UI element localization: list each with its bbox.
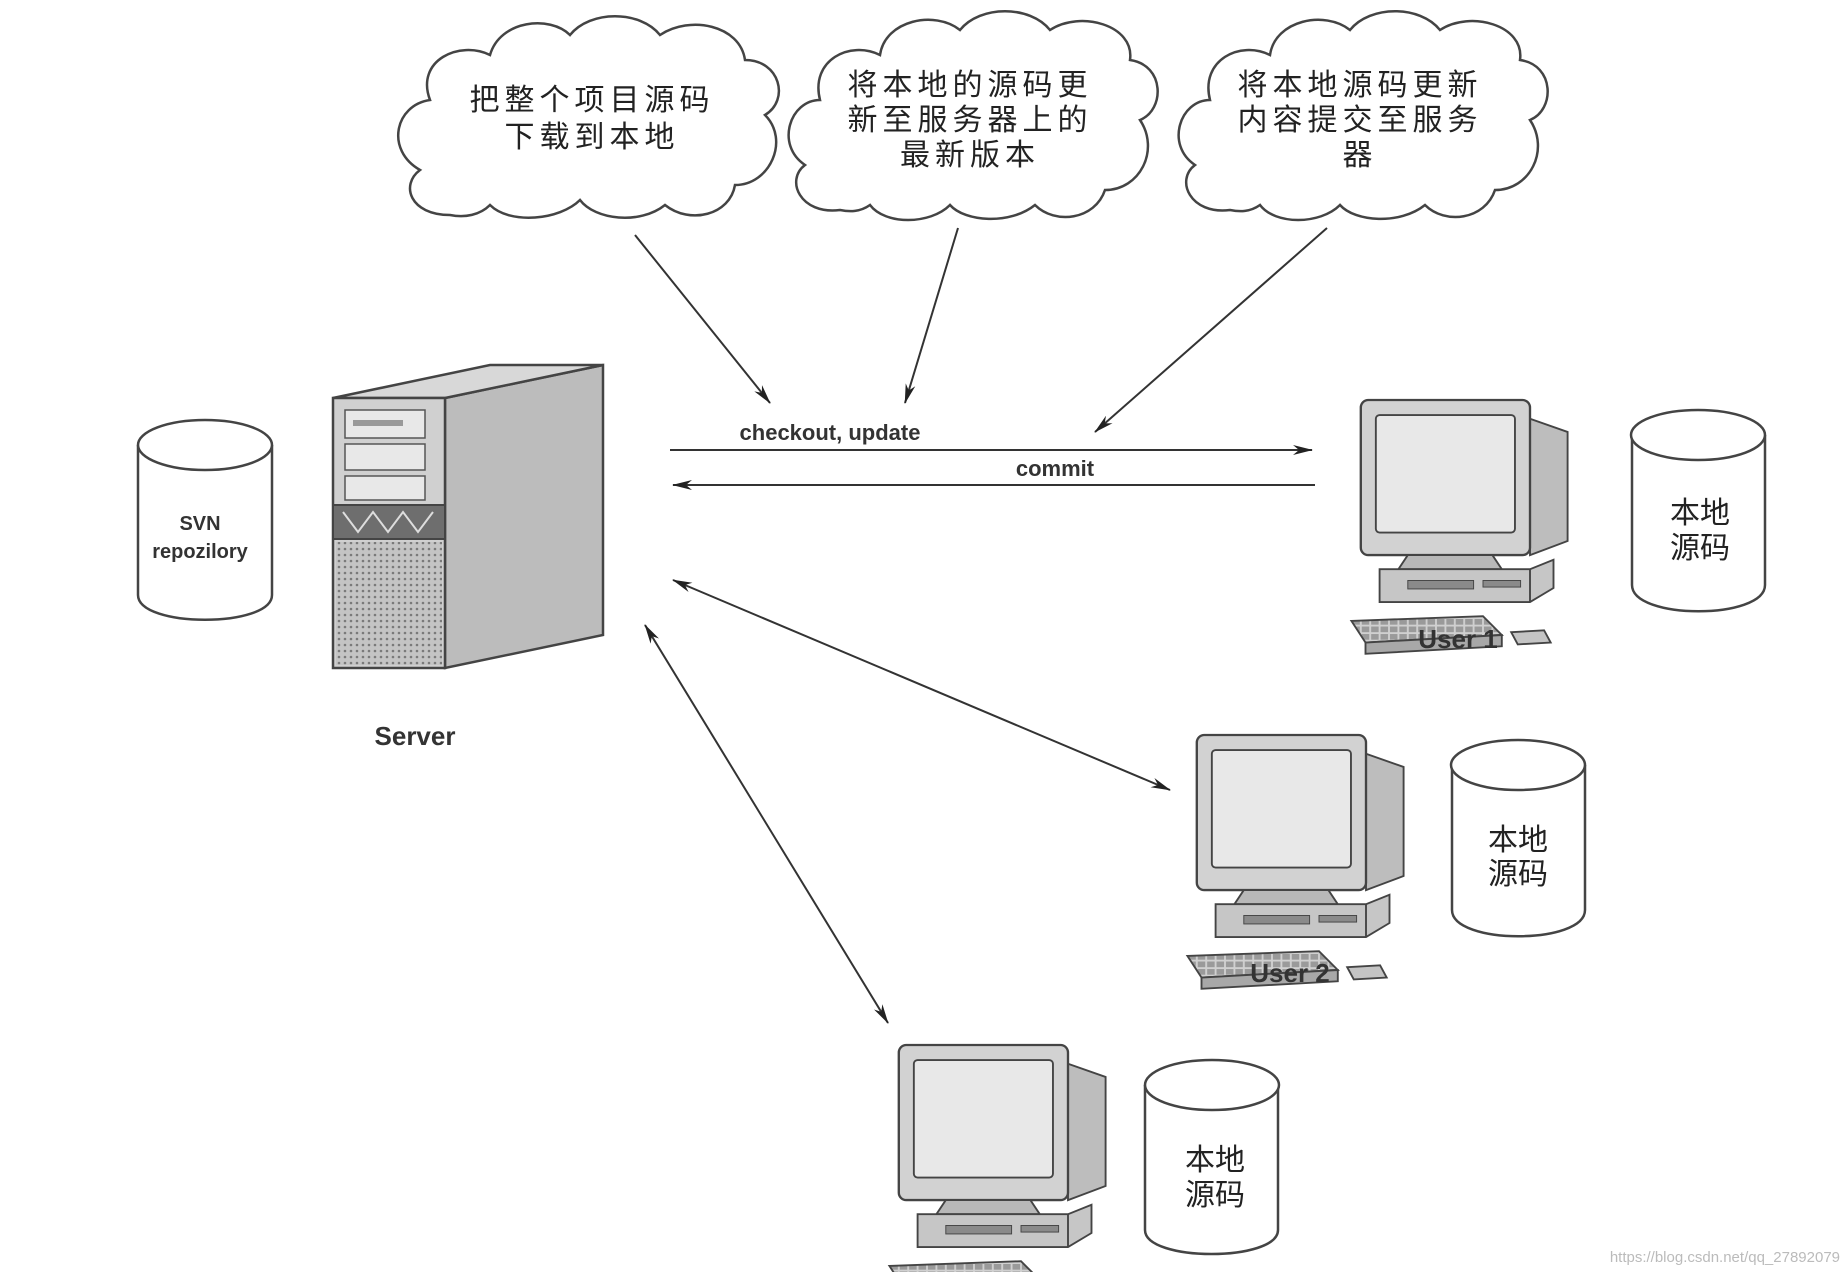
local-repo-label: 源码 — [1488, 857, 1548, 892]
cloud-pointer-arrow — [904, 227, 959, 404]
user-2-computer-icon — [1186, 733, 1405, 990]
local-repo-label: 本地 — [1185, 1143, 1245, 1178]
cloud-text-line: 最新版本 — [900, 138, 1040, 173]
cloud-text-line: 新至服务器上的 — [848, 103, 1093, 138]
sync-arrow-user-3 — [644, 624, 889, 1024]
user-3-computer-icon — [888, 1043, 1107, 1272]
commit-label: commit — [1016, 456, 1095, 481]
server-tower-icon — [331, 363, 605, 670]
cloud-text-line: 把整个项目源码 — [470, 83, 715, 118]
user-2-local-repo-cylinder: 本地 源码 — [1449, 738, 1587, 938]
cloud-checkout: 把整个项目源码 下载到本地 — [396, 15, 781, 219]
server-label: Server — [375, 721, 456, 751]
local-repo-label: 源码 — [1185, 1178, 1245, 1213]
cloud-text-line: 将本地的源码更 — [848, 68, 1093, 103]
user-3-local-repo-cylinder: 本地 源码 — [1143, 1058, 1281, 1256]
cloud-text-line: 内容提交至服务 — [1238, 103, 1483, 138]
sync-arrow-user-2 — [672, 579, 1171, 791]
cloud-commit: 将本地源码更新 内容提交至服务 器 — [1177, 10, 1549, 222]
user-1-local-repo-cylinder: 本地 源码 — [1629, 408, 1767, 613]
cloud-update: 将本地的源码更 新至服务器上的 最新版本 — [787, 10, 1159, 222]
svn-repo-label: repozilory — [152, 541, 248, 563]
cloud-text-line: 下载到本地 — [505, 120, 680, 155]
user-2-label: User 2 — [1250, 958, 1330, 988]
local-repo-label: 源码 — [1670, 531, 1730, 566]
svn-repository-cylinder: SVN repozilory — [136, 418, 274, 621]
user-1-computer-icon — [1350, 398, 1569, 655]
cloud-text-line: 器 — [1343, 138, 1378, 173]
local-repo-label: 本地 — [1670, 496, 1730, 531]
cloud-text-line: 将本地源码更新 — [1238, 68, 1483, 103]
svn-repo-label: SVN — [179, 513, 220, 535]
cloud-pointer-arrow — [634, 234, 771, 404]
cloud-pointer-arrow — [1094, 227, 1328, 433]
checkout-update-label: checkout, update — [740, 420, 921, 445]
user-1-label: User 1 — [1418, 624, 1498, 654]
local-repo-label: 本地 — [1488, 823, 1548, 858]
watermark-text: https://blog.csdn.net/qq_27892079 — [1610, 1249, 1840, 1266]
